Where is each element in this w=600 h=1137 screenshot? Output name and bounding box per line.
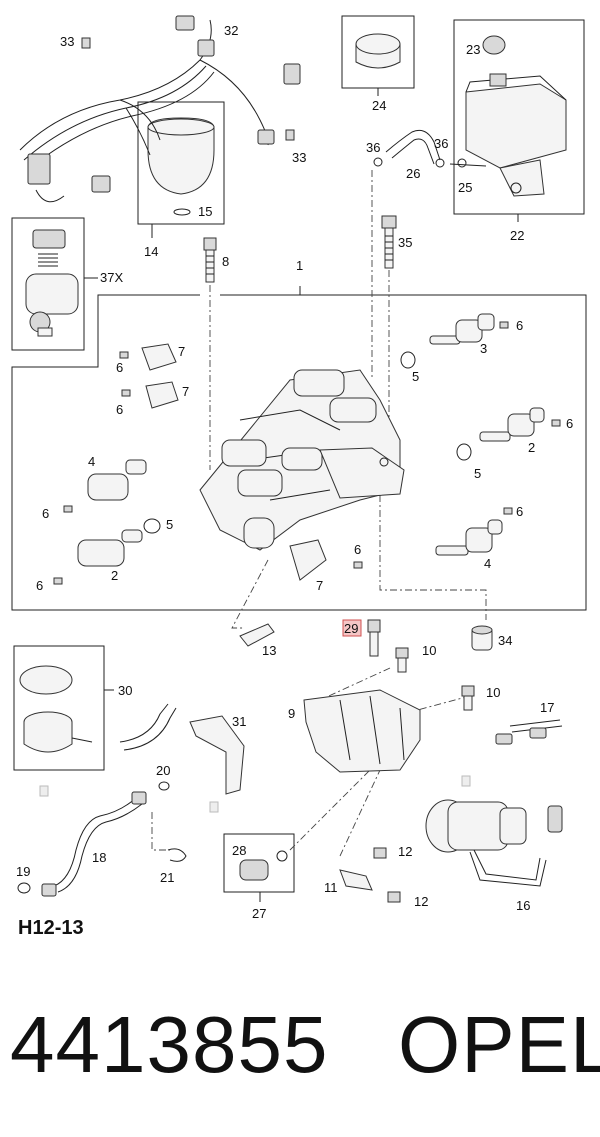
faded-parts bbox=[39, 775, 471, 813]
box-14 bbox=[137, 101, 225, 238]
callout-5: 5 bbox=[166, 517, 173, 532]
callout-23: 23 bbox=[466, 42, 480, 57]
callout-24: 24 bbox=[372, 98, 386, 113]
hoses bbox=[373, 129, 487, 168]
callout-6: 6 bbox=[566, 416, 573, 431]
callout-4: 4 bbox=[484, 556, 491, 571]
assembly-frame bbox=[11, 286, 587, 611]
box-22 bbox=[453, 19, 585, 222]
callout-35: 35 bbox=[398, 235, 412, 250]
callout-15: 15 bbox=[198, 204, 212, 219]
callout-6: 6 bbox=[116, 360, 123, 375]
callout-22: 22 bbox=[510, 228, 524, 243]
wiring-harness bbox=[19, 15, 301, 203]
callout-33: 33 bbox=[292, 150, 306, 165]
box-37x bbox=[11, 217, 98, 351]
box-30 bbox=[13, 645, 114, 771]
callout-12: 12 bbox=[398, 844, 412, 859]
bracket-assembly bbox=[303, 647, 475, 903]
callout-31: 31 bbox=[232, 714, 246, 729]
small-parts bbox=[239, 619, 493, 657]
callout-33: 33 bbox=[60, 34, 74, 49]
callout-6: 6 bbox=[36, 578, 43, 593]
callout-21: 21 bbox=[160, 870, 174, 885]
callout-26: 26 bbox=[406, 166, 420, 181]
bolts-top bbox=[203, 215, 397, 283]
callout-2: 2 bbox=[111, 568, 118, 583]
callout-7: 7 bbox=[316, 578, 323, 593]
callout-25: 25 bbox=[458, 180, 472, 195]
callout-4: 4 bbox=[88, 454, 95, 469]
callout-8: 8 bbox=[222, 254, 229, 269]
pump-16 bbox=[425, 719, 563, 887]
callout-9: 9 bbox=[288, 706, 295, 721]
callout-3: 3 bbox=[480, 341, 487, 356]
callout-18: 18 bbox=[92, 850, 106, 865]
callout-29: 29 bbox=[344, 621, 358, 636]
callout-labels: 1 2 2 3 4 4 5 5 5 6 6 6 6 6 6 6 6 7 7 7 … bbox=[16, 23, 573, 921]
callout-10: 10 bbox=[422, 643, 436, 658]
callout-28: 28 bbox=[232, 843, 246, 858]
leader-lines bbox=[151, 170, 487, 857]
callout-30: 30 bbox=[118, 683, 132, 698]
callout-37x: 37X bbox=[100, 270, 123, 285]
callout-5: 5 bbox=[474, 466, 481, 481]
box-24 bbox=[341, 15, 415, 96]
callout-10: 10 bbox=[486, 685, 500, 700]
callout-14: 14 bbox=[144, 244, 158, 259]
callout-20: 20 bbox=[156, 763, 170, 778]
callout-36: 36 bbox=[366, 140, 380, 155]
bracket-31 bbox=[119, 703, 245, 795]
solenoids bbox=[53, 313, 561, 585]
callout-19: 19 bbox=[16, 864, 30, 879]
valve-body bbox=[199, 369, 405, 551]
box-27 bbox=[223, 833, 295, 902]
callout-36: 36 bbox=[434, 136, 448, 151]
callout-6: 6 bbox=[516, 318, 523, 333]
callout-1: 1 bbox=[296, 258, 303, 273]
pipe-18 bbox=[17, 781, 187, 897]
callout-5: 5 bbox=[412, 369, 419, 384]
brand-name: OPEL bbox=[398, 1000, 600, 1089]
callout-6: 6 bbox=[42, 506, 49, 521]
callout-7: 7 bbox=[182, 384, 189, 399]
callout-34: 34 bbox=[498, 633, 512, 648]
highlight-box-29 bbox=[342, 619, 362, 637]
callout-12: 12 bbox=[414, 894, 428, 909]
callout-16: 16 bbox=[516, 898, 530, 913]
callout-6: 6 bbox=[116, 402, 123, 417]
callout-7: 7 bbox=[178, 344, 185, 359]
callout-2: 2 bbox=[528, 440, 535, 455]
callout-13: 13 bbox=[262, 643, 276, 658]
part-number: 4413855 bbox=[10, 1000, 329, 1089]
callout-27: 27 bbox=[252, 906, 266, 921]
callout-6: 6 bbox=[354, 542, 361, 557]
callout-11: 11 bbox=[324, 880, 338, 895]
callout-6: 6 bbox=[516, 504, 523, 519]
diagram-code: H12-13 bbox=[18, 917, 84, 939]
callout-17: 17 bbox=[540, 700, 554, 715]
callout-32: 32 bbox=[224, 23, 238, 38]
